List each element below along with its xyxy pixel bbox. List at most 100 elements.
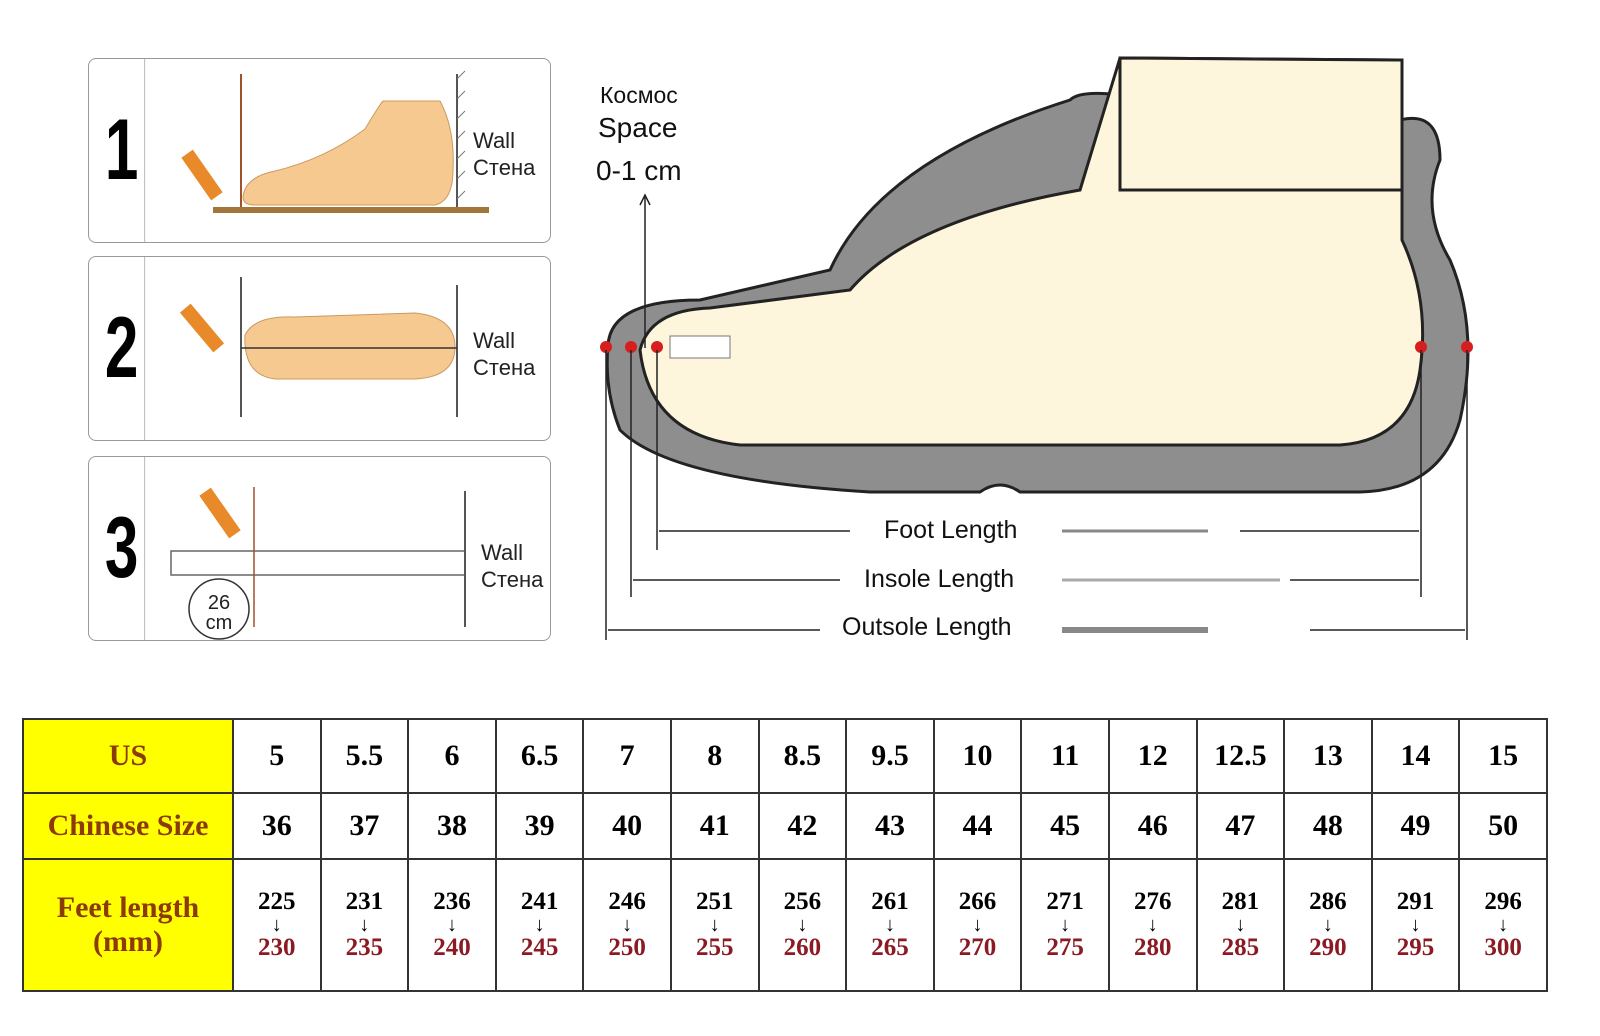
arrow-down-icon: ↓	[359, 914, 370, 936]
wall-label-en: Wall	[481, 540, 523, 565]
feet-length-cell: 286↓290	[1283, 858, 1373, 992]
step-number: 2	[99, 257, 146, 440]
length-from: 225	[258, 888, 296, 915]
foot-top-illustration	[179, 277, 458, 417]
feet-length-cell: 241↓245	[494, 858, 585, 992]
us-size-cell: 8.5	[757, 718, 848, 794]
length-from: 281	[1221, 888, 1260, 915]
us-size-cell: 5.5	[319, 718, 410, 794]
length-from: 271	[1046, 888, 1084, 915]
us-size-cell: 5	[232, 718, 322, 794]
chinese-size-cell: 48	[1283, 792, 1373, 860]
arrow-down-icon: ↓	[271, 914, 282, 936]
us-size-cell: 6.5	[494, 718, 585, 794]
feet-length-cell: 291↓295	[1370, 858, 1461, 992]
chinese-size-cell: 36	[232, 792, 322, 860]
chinese-size-cell: 45	[1020, 792, 1110, 860]
us-size-cell: 14	[1370, 718, 1461, 794]
insole-length-label: Insole Length	[864, 565, 1015, 593]
ruler-illustration	[170, 487, 466, 640]
arrow-down-icon: ↓	[622, 914, 633, 936]
chinese-size-cell: 49	[1370, 792, 1461, 860]
feet-length-header-line1: Feet length	[56, 891, 200, 924]
feet-length-cell: 251↓255	[669, 858, 760, 992]
arrow-down-icon: ↓	[797, 914, 808, 936]
arrow-down-icon: ↓	[1060, 914, 1071, 936]
us-size-cell: 8	[669, 718, 760, 794]
length-to: 285	[1221, 934, 1260, 961]
length-to: 280	[1133, 934, 1172, 961]
length-from: 246	[608, 888, 646, 915]
ruler-unit: cm	[205, 612, 233, 634]
us-size-cell: 10	[932, 718, 1023, 794]
arrow-down-icon: ↓	[1147, 914, 1158, 936]
length-to: 230	[258, 934, 296, 961]
feet-length-header: Feet length(mm)	[22, 858, 234, 992]
arrow-down-icon: ↓	[1410, 914, 1421, 936]
length-to: 300	[1484, 934, 1522, 961]
chinese-size-cell: 38	[407, 792, 497, 860]
arrow-down-icon: ↓	[1498, 914, 1509, 936]
wall-label-ru: Стена	[473, 355, 536, 380]
chinese-size-cell: 42	[757, 792, 848, 860]
arrow-down-icon: ↓	[534, 914, 545, 936]
feet-length-cell: 276↓280	[1107, 858, 1198, 992]
space-label-ru: Космос	[600, 82, 678, 108]
length-from: 236	[433, 888, 471, 915]
chinese-size-cell: 47	[1195, 792, 1286, 860]
chinese-size-cell: 37	[319, 792, 410, 860]
feet-length-cell: 236↓240	[407, 858, 497, 992]
length-from: 266	[958, 888, 997, 915]
chinese-size-header: Chinese Size	[22, 792, 234, 860]
arrow-down-icon: ↓	[972, 914, 983, 936]
length-to: 275	[1046, 934, 1084, 961]
us-size-cell: 7	[582, 718, 672, 794]
length-from: 251	[696, 888, 734, 915]
arrow-down-icon: ↓	[1322, 914, 1333, 936]
us-size-cell: 15	[1458, 718, 1548, 794]
length-from: 256	[783, 888, 822, 915]
feet-length-header-line2: (mm)	[93, 925, 163, 958]
space-value: 0-1 cm	[596, 155, 682, 186]
chinese-size-cell: 43	[845, 792, 935, 860]
feet-length-cell: 281↓285	[1195, 858, 1286, 992]
wall-label-ru: Стена	[473, 155, 536, 180]
foot-length-label: Foot Length	[884, 516, 1018, 544]
foot-side-illustration	[181, 70, 489, 213]
feet-length-cell: 225↓230	[232, 858, 322, 992]
wall-label-en: Wall	[473, 328, 515, 353]
step-number: 3	[99, 457, 146, 640]
wall-label-ru: Стена	[481, 567, 544, 592]
length-to: 295	[1396, 934, 1435, 961]
us-header: US	[22, 718, 234, 794]
length-to: 290	[1309, 934, 1347, 961]
outsole-length-label: Outsole Length	[842, 613, 1012, 641]
length-to: 245	[520, 934, 559, 961]
wall-label-en: Wall	[473, 128, 515, 153]
arrow-down-icon: ↓	[446, 914, 457, 936]
arrow-down-icon: ↓	[1235, 914, 1246, 936]
step-number: 1	[99, 59, 146, 242]
length-to: 250	[608, 934, 646, 961]
feet-length-cell: 231↓235	[319, 858, 410, 992]
length-from: 296	[1484, 888, 1522, 915]
us-size-cell: 12.5	[1195, 718, 1286, 794]
feet-length-cell: 296↓300	[1458, 858, 1548, 992]
shoe-cross-section-diagram	[600, 56, 1473, 640]
length-from: 286	[1309, 888, 1347, 915]
chinese-size-cell: 46	[1107, 792, 1198, 860]
arrow-down-icon: ↓	[884, 914, 895, 936]
length-to: 255	[696, 934, 734, 961]
us-size-cell: 9.5	[845, 718, 935, 794]
length-to: 260	[783, 934, 822, 961]
length-to: 235	[345, 934, 384, 961]
length-to: 270	[958, 934, 997, 961]
